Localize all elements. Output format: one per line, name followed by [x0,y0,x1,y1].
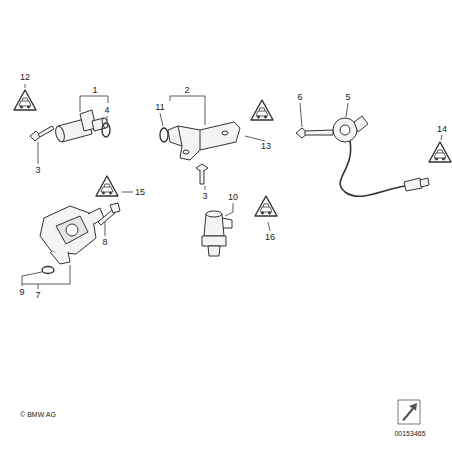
callout-number: 10 [228,193,238,202]
callout-number: 8 [102,238,107,247]
drawing-number: 00153465 [394,430,425,437]
callout-number: 5 [345,93,350,102]
callout-number: 14 [437,125,447,134]
callout-number: 7 [35,291,40,300]
callout-number: 11 [155,103,164,112]
callout-number: 13 [261,142,271,151]
callout-number: 9 [19,288,24,297]
callout-number: 16 [265,233,275,242]
copyright-note: © BMW AG [20,411,56,418]
callout-number: 4 [104,106,109,115]
callout-number: 2 [184,86,189,95]
callout-number: 15 [135,188,145,197]
callout-number: 3 [35,166,40,175]
callout-number: 3 [202,192,207,201]
callout-number: 12 [20,73,30,82]
callout-number: 1 [92,86,97,95]
callout-number: 6 [297,93,302,102]
